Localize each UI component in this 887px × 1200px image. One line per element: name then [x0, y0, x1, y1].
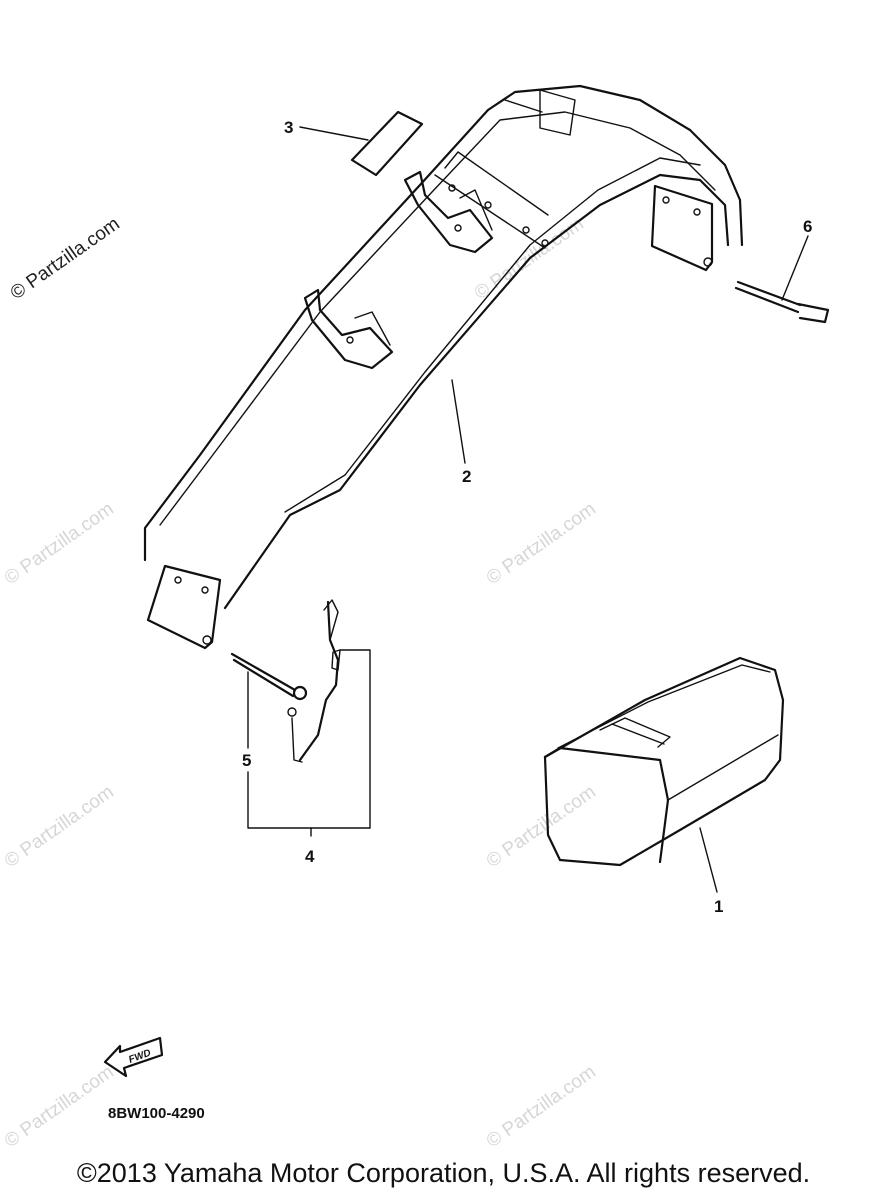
- watermark-main: © Partzilla.com: [7, 213, 124, 304]
- watermark-group: © Partzilla.com © Partzilla.com © Partzi…: [1, 213, 600, 1150]
- watermark-5: © Partzilla.com: [1, 1061, 118, 1150]
- fender-part-2: [143, 84, 744, 650]
- copyright-notice: ©2013 Yamaha Motor Corporation, U.S.A. A…: [76, 1158, 811, 1188]
- watermark-3: © Partzilla.com: [1, 781, 118, 872]
- bolt-part-5: [230, 652, 308, 717]
- bracket-4-5: [247, 671, 371, 837]
- decal-part-3: [350, 110, 424, 177]
- watermark-6: © Partzilla.com: [483, 1061, 600, 1150]
- callout-1: 1: [714, 897, 723, 916]
- watermark-4: © Partzilla.com: [483, 781, 600, 872]
- callout-5: 5: [242, 751, 251, 770]
- leader-lines: [299, 126, 809, 893]
- watermark-2: © Partzilla.com: [483, 498, 600, 589]
- diagram-code: 8BW100-4290: [108, 1105, 205, 1122]
- watermark-1: © Partzilla.com: [1, 498, 118, 589]
- callout-3: 3: [284, 118, 293, 137]
- parts-diagram: © Partzilla.com © Partzilla.com © Partzi…: [1, 84, 830, 1150]
- callout-6: 6: [803, 217, 812, 236]
- callout-4: 4: [305, 847, 315, 866]
- pouch-part-1: [543, 656, 785, 867]
- fwd-arrow-icon: FWD: [103, 1036, 164, 1078]
- callout-2: 2: [462, 467, 471, 486]
- pin-part-6: [734, 280, 830, 324]
- lanyard-part-4: [291, 599, 371, 829]
